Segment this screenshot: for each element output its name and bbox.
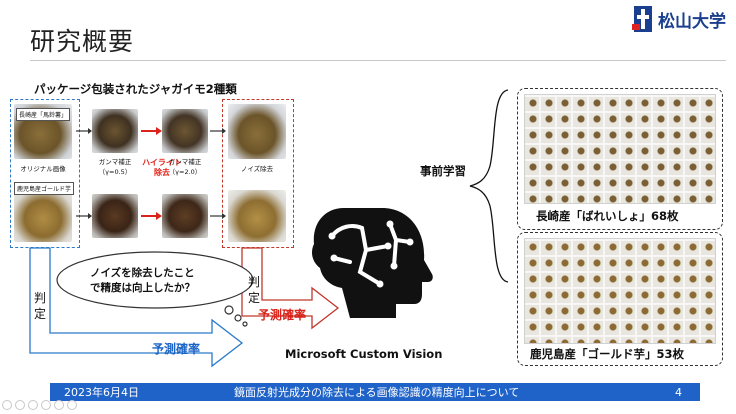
pen-icon[interactable] bbox=[28, 400, 38, 410]
thought-cloud bbox=[56, 251, 254, 327]
presenter-toolbar[interactable] bbox=[2, 400, 77, 410]
row1-arrows bbox=[76, 127, 226, 135]
photo-kagoshima-original bbox=[14, 190, 72, 242]
row2-arrows bbox=[76, 212, 226, 220]
prediction-label-blue: 予測確率 bbox=[152, 342, 201, 356]
footer-title: 鏡面反射光成分の除去による画像認識の精度向上について bbox=[234, 386, 520, 399]
photo-kagoshima-highlight bbox=[162, 194, 208, 238]
footer-bar: 2023年6月4日 鏡面反射光成分の除去による画像認識の精度向上について 4 bbox=[50, 383, 700, 401]
logo-text: 松山大学 bbox=[658, 11, 726, 32]
dataset-label-kagoshima: 鹿児島産「ゴールド芋」53枚 bbox=[530, 347, 685, 361]
title-divider bbox=[30, 60, 726, 61]
blue-flow-arrow bbox=[29, 247, 244, 368]
dataset-screenshot-kagoshima bbox=[524, 238, 716, 344]
caption-gamma2: ガンマ補正（γ=2.0） bbox=[168, 158, 202, 176]
footer-date: 2023年6月4日 bbox=[64, 386, 139, 399]
photo-nagasaki-denoised bbox=[228, 104, 286, 159]
prev-slide-icon[interactable] bbox=[2, 400, 12, 410]
next-slide-icon[interactable] bbox=[15, 400, 25, 410]
photo-kagoshima-denoised bbox=[228, 190, 286, 242]
slide-title: 研究概要 bbox=[30, 27, 135, 56]
photo-nagasaki-gamma1 bbox=[92, 109, 138, 153]
tag-nagasaki: 長崎産「馬鈴薯」 bbox=[16, 108, 71, 121]
caption-gamma1: ガンマ補正（γ=0.5） bbox=[98, 158, 132, 176]
more-icon[interactable] bbox=[67, 400, 77, 410]
photo-nagasaki-highlight bbox=[162, 109, 208, 153]
caption-original: オリジナル画像 bbox=[20, 165, 66, 173]
footer-page-number: 4 bbox=[675, 385, 682, 399]
photo-kagoshima-gamma1 bbox=[92, 194, 138, 238]
dataset-screenshot-nagasaki bbox=[524, 94, 716, 204]
caption-denoise: ノイズ除去 bbox=[240, 165, 274, 173]
university-emblem-icon bbox=[632, 6, 652, 32]
zoom-icon[interactable] bbox=[54, 400, 64, 410]
section-heading: パッケージ包装されたジャガイモ2種類 bbox=[34, 82, 237, 96]
brain-ai-icon bbox=[312, 208, 433, 318]
university-logo: 松山大学 bbox=[632, 4, 726, 34]
tag-kagoshima: 鹿児島産ゴールド芋 bbox=[14, 182, 75, 195]
curly-brace bbox=[469, 89, 509, 283]
prediction-label-red: 予測確率 bbox=[258, 308, 307, 322]
judge-label-left: 判定 bbox=[34, 291, 47, 321]
pretrain-label: 事前学習 bbox=[420, 164, 466, 178]
service-label: Microsoft Custom Vision bbox=[285, 347, 443, 361]
dataset-label-nagasaki: 長崎産「ばれいしょ」68枚 bbox=[536, 209, 679, 223]
dataset-panel-nagasaki bbox=[517, 88, 723, 230]
slides-icon[interactable] bbox=[41, 400, 51, 410]
red-flow-arrow bbox=[241, 247, 340, 330]
caption-highlight: ハイライト除去 bbox=[142, 158, 182, 177]
judge-label-right: 判定 bbox=[248, 275, 261, 305]
dataset-panel-kagoshima bbox=[517, 232, 723, 366]
question-text: ノイズを除去したことで精度は向上したか？ bbox=[90, 267, 195, 294]
